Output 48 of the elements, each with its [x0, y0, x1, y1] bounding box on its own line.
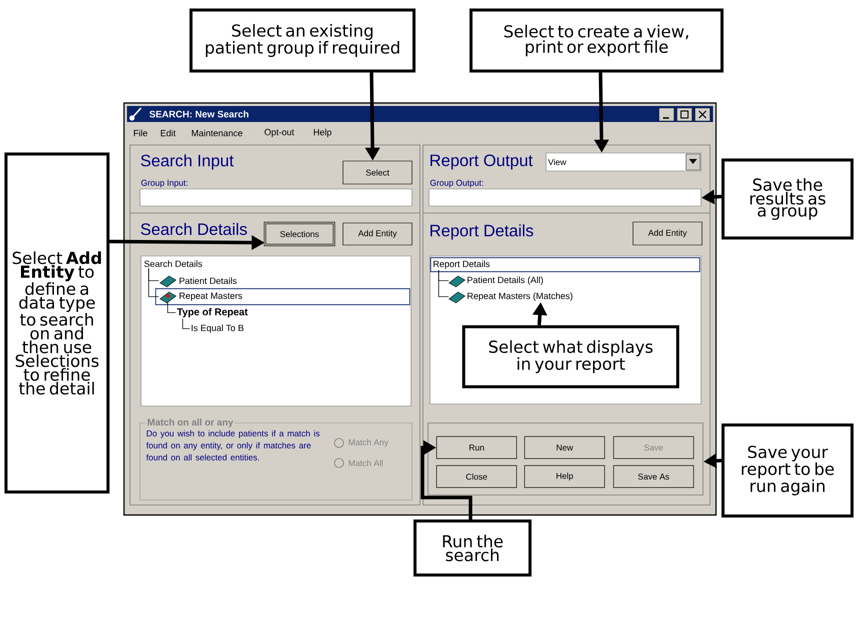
callout-box: Run the search	[414, 520, 532, 576]
callout-box: Save your report to be run again	[722, 424, 854, 518]
tree-connector	[438, 270, 450, 298]
tree-view	[140, 256, 412, 406]
tree-item: Report Details	[434, 260, 490, 269]
menu-item: Maintenance	[192, 130, 242, 136]
menu-item: Opt-out	[264, 128, 294, 138]
button: Add Entity	[632, 222, 702, 246]
window-title: SEARCH: New Search	[149, 110, 248, 118]
tree-item: Is Equal To B	[192, 324, 244, 333]
tree-connector	[182, 318, 190, 330]
menu-item: Help	[314, 128, 332, 138]
menu-item: File	[134, 130, 148, 136]
section-heading: Report Output	[430, 154, 533, 170]
button: New	[524, 436, 605, 459]
callout-box: Select Add Entity to define a data type to search on and then use Selections to refine the detail	[4, 152, 110, 494]
button: Select	[342, 160, 412, 184]
section-heading: Search Details	[140, 222, 247, 236]
section-heading: Report Details	[430, 224, 534, 240]
callout-box: Select what displays in your report	[462, 325, 680, 388]
menu-item: Edit	[160, 130, 176, 136]
tree-item: Patient Details (All)	[468, 276, 543, 285]
radio-button: Match Any	[334, 438, 388, 448]
button: Save As	[613, 465, 694, 488]
arrow	[420, 440, 472, 520]
button: Run	[436, 436, 517, 459]
tree-item: Repeat Masters	[180, 292, 242, 301]
dropdown: View	[546, 152, 702, 172]
button: Close	[436, 465, 517, 488]
callout-box: Save the results as a group	[722, 158, 854, 240]
tree-item: Patient Details	[180, 277, 237, 284]
button: Selections	[264, 222, 336, 246]
tree-item: Repeat Masters (Matches)	[468, 292, 572, 301]
callout-box: Select an existing patient group if required	[190, 8, 416, 72]
group-heading: Match on all or any	[146, 418, 234, 428]
field-label: Group Output:	[430, 180, 483, 188]
button: Help	[524, 465, 605, 488]
section-heading: Search Input	[140, 154, 234, 170]
callout-box: Select to create a view, print or export file	[470, 8, 724, 72]
tree-connector	[148, 268, 160, 298]
tree-item: Type of Repeat	[177, 308, 248, 318]
radio-button: Match All	[334, 458, 383, 468]
tree-connector	[167, 302, 176, 314]
description: Do you wish to include patients if a match is found on any entity, or only if matches are found on all selected entities.	[146, 430, 320, 460]
button: Save	[613, 436, 694, 459]
tree-item: Search Details	[144, 260, 202, 268]
button: Add Entity	[342, 222, 412, 246]
field-label: Group Input:	[141, 180, 188, 188]
